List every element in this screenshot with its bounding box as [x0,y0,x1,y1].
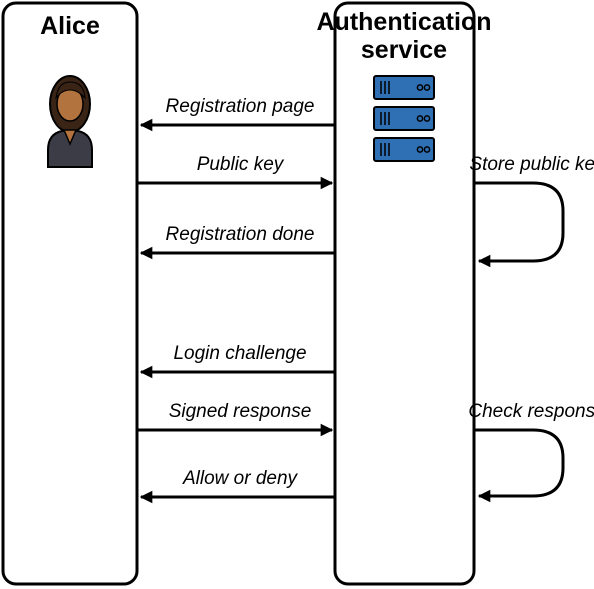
self-action-check-response: Check response [468,401,594,503]
self-action-label: Check response [468,401,594,422]
message-signed-response: Signed response [138,401,334,437]
self-loop-arrow [474,181,565,268]
message-label: Registration page [166,96,315,117]
message-label: Registration done [166,224,315,245]
server-unit [373,137,435,162]
self-loop-arrow [474,428,565,503]
server-unit [373,106,435,131]
self-action-store-public-key: Store public key [469,154,594,268]
message-registration-page: Registration page [139,96,334,132]
alice-title: Alice [40,12,100,40]
message-public-key: Public key [138,154,334,190]
message-label: Signed response [169,401,312,422]
auth-service-title-line2: service [361,36,447,64]
message-login-challenge: Login challenge [139,343,334,379]
message-label: Login challenge [173,343,306,364]
server-unit [373,75,435,100]
server-rack-icon [373,75,435,162]
message-label: Allow or deny [182,468,299,489]
message-registration-done: Registration done [139,224,334,260]
alice-lane [1,1,139,586]
self-action-label: Store public key [469,154,594,175]
auth-service-title-line1: Authentication [317,8,492,36]
message-label: Public key [197,154,285,175]
auth-service-lane [333,1,476,586]
message-allow-or-deny: Allow or deny [139,468,334,504]
person-icon [47,75,93,168]
